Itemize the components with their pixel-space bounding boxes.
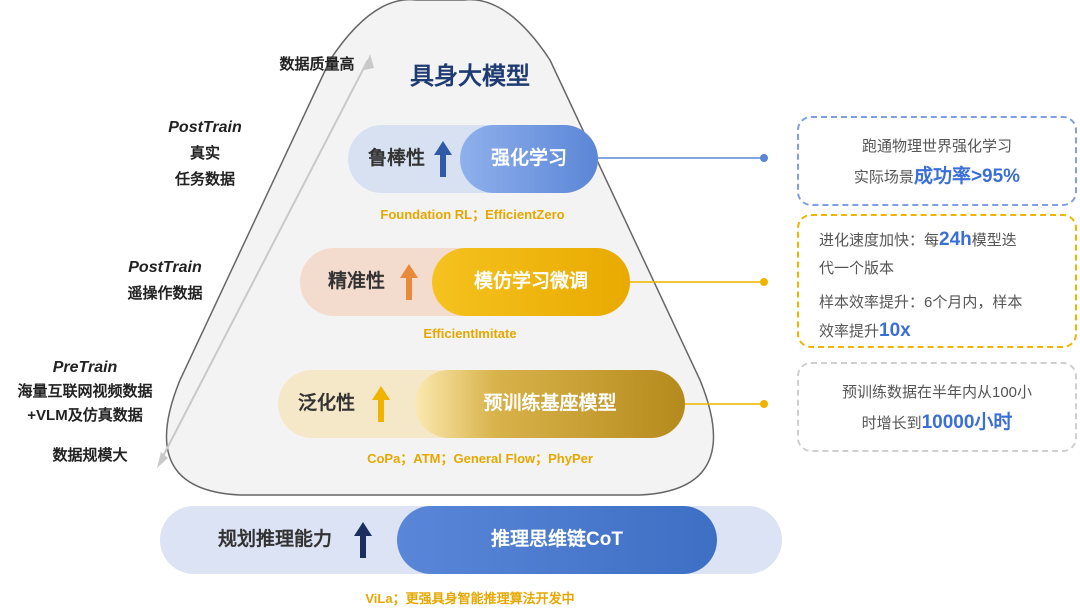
arrow-up-icon bbox=[434, 141, 452, 177]
row-generalization: 泛化性 预训练基座模型 bbox=[278, 370, 685, 438]
connector-dot-2 bbox=[760, 278, 768, 286]
card-imitation-line1-text: 进化速度加快：每 bbox=[819, 232, 940, 249]
method-cot: 推理思维链CoT bbox=[397, 506, 717, 574]
card-pretrain-line2-text: 时增长到 bbox=[861, 415, 922, 432]
connector-dot-1 bbox=[760, 154, 768, 162]
card-imitation-line1: 进化速度加快：每24h模型迭 bbox=[819, 226, 1059, 255]
method-imitation: 模仿学习微调 bbox=[432, 248, 630, 316]
posttrain-teleop-line1: 遥操作数据 bbox=[127, 285, 203, 302]
examples-imitation: EfficientImitate bbox=[423, 326, 517, 341]
card-imitation-line2: 代一个版本 bbox=[819, 260, 895, 277]
posttrain-tag-1: PostTrain bbox=[168, 119, 242, 136]
card-rl-line2-text: 实际场景 bbox=[853, 169, 914, 186]
card-rl: 跑通物理世界强化学习 实际场景成功率>95% bbox=[797, 116, 1077, 206]
hours-highlight: 10000小时 bbox=[921, 412, 1013, 433]
pretrain-tag: PreTrain bbox=[52, 359, 118, 376]
scale-label: 数据规模大 bbox=[52, 447, 128, 464]
row-planning: 规划推理能力 推理思维链CoT bbox=[160, 506, 782, 574]
data-axis-line bbox=[159, 59, 369, 463]
connector-dot-3 bbox=[760, 400, 768, 408]
posttrain-teleop-group: PostTrain 遥操作数据 bbox=[100, 255, 230, 307]
posttrain-real-group: PostTrain 真实 任务数据 bbox=[140, 115, 270, 193]
success-rate-highlight: 成功率>95% bbox=[913, 166, 1021, 187]
method-rl: 强化学习 bbox=[460, 125, 598, 193]
quality-label: 数据质量高 bbox=[279, 56, 355, 73]
card-pretrain-line1: 预训练数据在半年内从100小 bbox=[841, 384, 1033, 401]
attr-generalization: 泛化性 bbox=[298, 393, 356, 414]
examples-rl: Foundation RL；EfficientZero bbox=[380, 207, 565, 222]
card-rl-line1: 跑通物理世界强化学习 bbox=[861, 138, 1012, 155]
attr-precision: 精准性 bbox=[328, 271, 386, 292]
attr-robustness: 鲁棒性 bbox=[368, 148, 426, 169]
posttrain-real-line1: 真实 bbox=[189, 145, 220, 162]
posttrain-tag-2: PostTrain bbox=[128, 259, 202, 276]
pretrain-group: PreTrain 海量互联网视频数据 +VLM及仿真数据 bbox=[0, 356, 170, 428]
card-imitation-line3: 样本效率提升：6个月内，样本 bbox=[819, 294, 1023, 311]
axis-arrow-top bbox=[364, 54, 374, 70]
row-precision: 精准性 模仿学习微调 bbox=[300, 248, 630, 316]
examples-pretrain: CoPa；ATM；General Flow；PhyPer bbox=[367, 451, 593, 466]
card-imitation-line1-tail: 模型迭 bbox=[971, 232, 1017, 249]
pretrain-line2: +VLM及仿真数据 bbox=[27, 407, 143, 424]
card-imitation-line4: 效率提升10x bbox=[819, 317, 1059, 346]
card-imitation: 进化速度加快：每24h模型迭 代一个版本 样本效率提升：6个月内，样本 效率提升… bbox=[797, 214, 1077, 348]
arrow-up-icon bbox=[354, 522, 372, 558]
pretrain-line1: 海量互联网视频数据 bbox=[17, 383, 153, 400]
method-pretrain: 预训练基座模型 bbox=[415, 370, 685, 438]
card-pretrain-line2: 时增长到10000小时 bbox=[799, 408, 1075, 439]
arrow-up-icon bbox=[372, 386, 390, 422]
card-pretrain: 预训练数据在半年内从100小 时增长到10000小时 bbox=[797, 362, 1077, 452]
arrow-up-icon bbox=[400, 264, 418, 300]
examples-cot: ViLa；更强具身智能推理算法开发中 bbox=[365, 591, 575, 606]
axis-arrow-bottom bbox=[157, 452, 168, 468]
iteration-highlight: 24h bbox=[939, 229, 972, 250]
card-imitation-line4-text: 效率提升 bbox=[819, 323, 880, 340]
posttrain-real-line2: 任务数据 bbox=[174, 171, 235, 188]
pyramid-title: 具身大模型 bbox=[410, 63, 530, 90]
efficiency-highlight: 10x bbox=[879, 320, 911, 341]
card-rl-line2: 实际场景成功率>95% bbox=[799, 162, 1075, 193]
attr-planning: 规划推理能力 bbox=[218, 529, 333, 550]
row-robustness: 鲁棒性 强化学习 bbox=[348, 125, 598, 193]
